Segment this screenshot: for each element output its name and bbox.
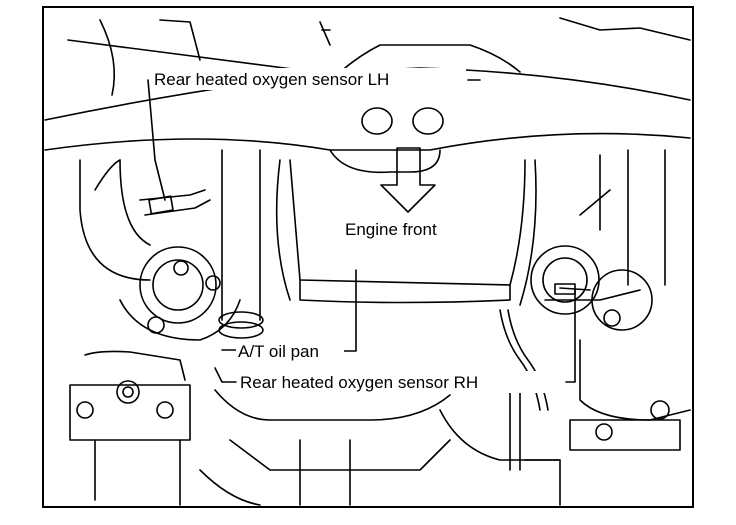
line-art (44, 17, 691, 506)
beam-hole-left (361, 107, 393, 135)
left-exhaust-pipe (79, 159, 151, 281)
left-mount (69, 384, 191, 441)
label-rear-sensor-lh: Rear heated oxygen sensor LH (154, 70, 389, 89)
beam-hole-right (412, 107, 444, 135)
leader-rh (565, 289, 576, 383)
left-vertical-pipe (221, 149, 261, 321)
label-at-oil-pan: A/T oil pan (238, 342, 319, 361)
label-rear-sensor-rh: Rear heated oxygen sensor RH (240, 373, 478, 392)
leader-lh (147, 79, 166, 201)
engine-front-arrow (380, 147, 436, 213)
right-vertical-pipe (627, 149, 666, 286)
label-engine-front: Engine front (345, 220, 437, 239)
leader-rh-left (214, 367, 237, 383)
leader-oil-pan (343, 269, 357, 352)
